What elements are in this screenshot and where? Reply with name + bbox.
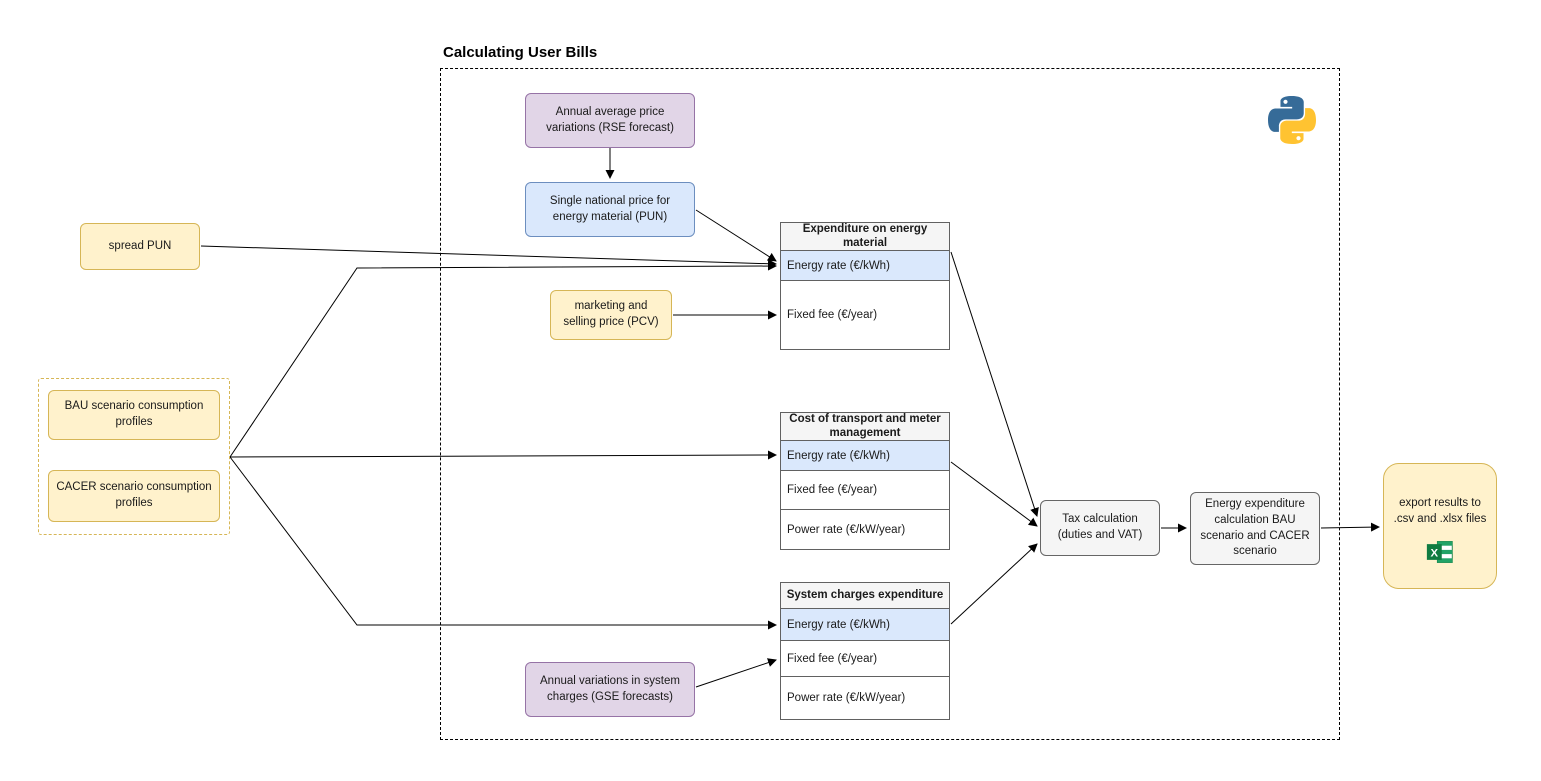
- table-row-energy-rate: Energy rate (€/kWh): [781, 441, 949, 471]
- process-boundary-frame: [440, 68, 1340, 740]
- table-row-energy-rate: Energy rate (€/kWh): [781, 251, 949, 281]
- table-header: System charges expenditure: [781, 583, 949, 609]
- excel-icon: X: [1426, 540, 1453, 563]
- node-tax-calculation: Tax calculation (duties and VAT): [1040, 500, 1160, 556]
- table-row-fixed-fee: Fixed fee (€/year): [781, 281, 949, 349]
- export-label: export results to .csv and .xlsx files: [1393, 497, 1487, 525]
- table-row-fixed-fee: Fixed fee (€/year): [781, 641, 949, 677]
- node-cacer-profiles: CACER scenario consumption profiles: [48, 470, 220, 522]
- table-row-energy-rate: Energy rate (€/kWh): [781, 609, 949, 641]
- node-pcv: marketing and selling price (PCV): [550, 290, 672, 340]
- svg-text:X: X: [1431, 547, 1439, 559]
- python-logo-icon: [1268, 96, 1316, 144]
- table-header: Cost of transport and meter management: [781, 413, 949, 441]
- node-bau-profiles: BAU scenario consumption profiles: [48, 390, 220, 440]
- table-row-fixed-fee: Fixed fee (€/year): [781, 471, 949, 510]
- node-energy-expenditure: Energy expenditure calculation BAU scena…: [1190, 492, 1320, 565]
- table-expenditure-energy-material: Expenditure on energy material Energy ra…: [780, 222, 950, 350]
- node-spread-pun: spread PUN: [80, 223, 200, 270]
- table-system-charges: System charges expenditure Energy rate (…: [780, 582, 950, 720]
- consumption-profiles-group: [38, 378, 230, 535]
- node-export-results: export results to .csv and .xlsx files X: [1383, 463, 1497, 589]
- node-rse-forecast: Annual average price variations (RSE for…: [525, 93, 695, 148]
- node-pun: Single national price for energy materia…: [525, 182, 695, 237]
- table-transport-meter-management: Cost of transport and meter management E…: [780, 412, 950, 550]
- table-header: Expenditure on energy material: [781, 223, 949, 251]
- diagram-title: Calculating User Bills: [443, 44, 598, 61]
- table-row-power-rate: Power rate (€/kW/year): [781, 510, 949, 549]
- node-gse-forecasts: Annual variations in system charges (GSE…: [525, 662, 695, 717]
- table-row-power-rate: Power rate (€/kW/year): [781, 677, 949, 719]
